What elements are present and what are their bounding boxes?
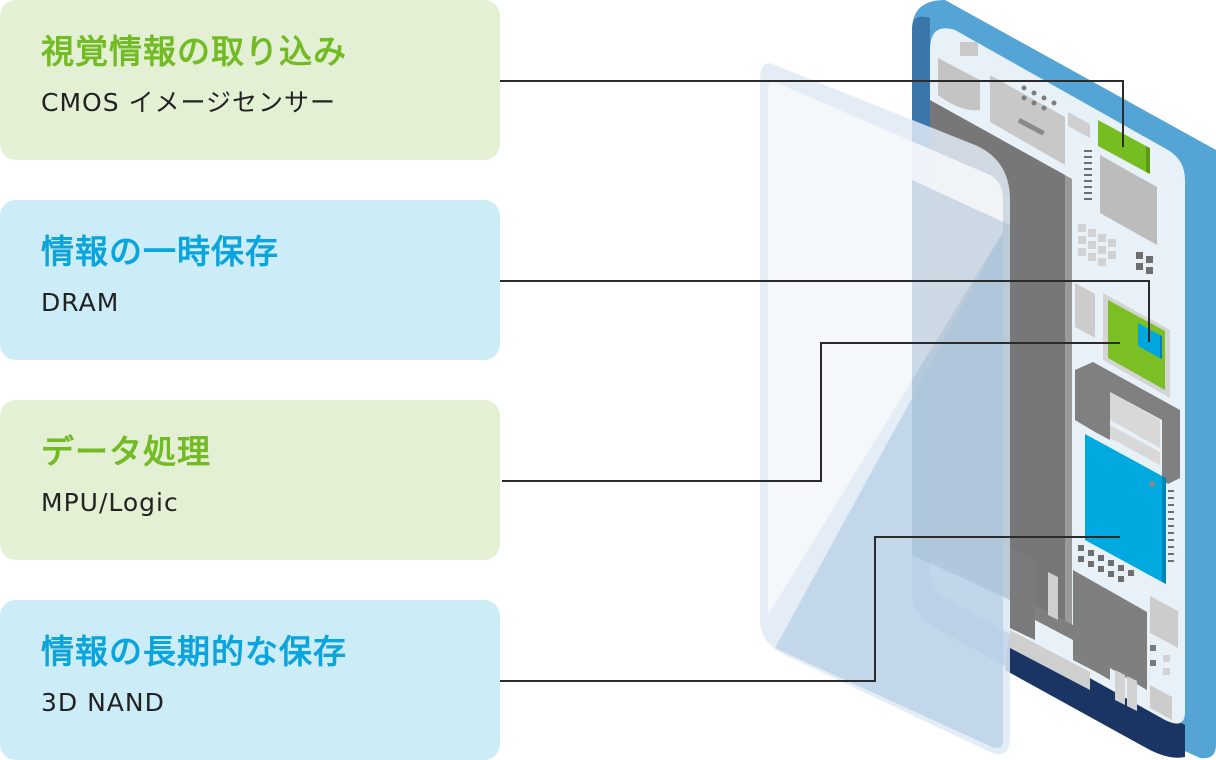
display-module	[930, 100, 1065, 630]
dram-chip	[1138, 323, 1160, 358]
top-components	[938, 42, 1090, 165]
leader-line-mpu	[502, 342, 1120, 482]
card-dram: 情報の一時保存 DRAM	[0, 200, 500, 360]
card-subtitle: DRAM	[41, 288, 120, 317]
leader-line-cmos	[500, 80, 1124, 147]
card-title: データ処理	[41, 432, 211, 471]
card-subtitle: 3D NAND	[41, 688, 165, 717]
card-mpu-logic: データ処理 MPU/Logic	[0, 400, 500, 560]
card-subtitle: MPU/Logic	[41, 488, 179, 517]
cmos-sensor-chip	[1098, 120, 1146, 172]
small-pads	[1078, 224, 1116, 266]
mpu-package	[1103, 293, 1170, 398]
card-title: 情報の一時保存	[41, 232, 279, 271]
card-cmos-image-sensor: 視覚情報の取り込み CMOS イメージセンサー	[0, 0, 500, 160]
card-title: 情報の長期的な保存	[41, 632, 347, 671]
leader-line-dram	[500, 280, 1150, 342]
leader-line-nand	[500, 536, 1120, 682]
leader-lines	[500, 80, 1150, 682]
card-subtitle: CMOS イメージセンサー	[41, 88, 337, 117]
bottom-components	[1010, 548, 1178, 720]
nand-chip	[1085, 434, 1162, 582]
grey-ic-chip	[1100, 155, 1157, 245]
glass-panel	[760, 63, 1010, 755]
mpu-chip	[1108, 300, 1165, 390]
card-title: 視覚情報の取り込み	[41, 32, 347, 71]
phone-body	[912, 0, 1216, 759]
card-3d-nand: 情報の長期的な保存 3D NAND	[0, 600, 500, 760]
connector-bracket	[1075, 362, 1180, 484]
